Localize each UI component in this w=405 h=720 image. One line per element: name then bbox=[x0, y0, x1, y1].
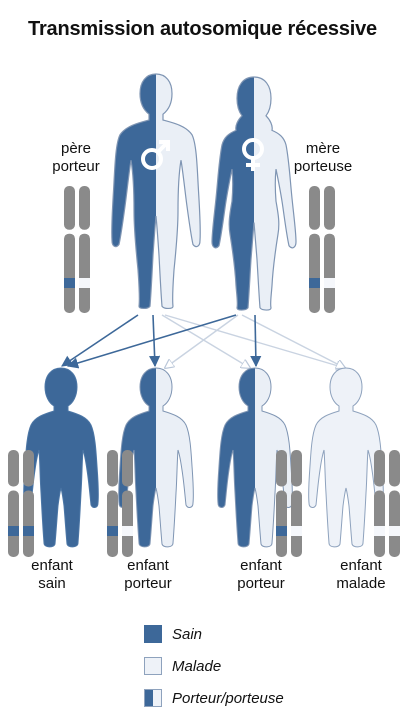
child2-label-line1: enfant bbox=[127, 557, 169, 574]
allele-band-affected bbox=[291, 526, 302, 536]
chromatid-lower bbox=[374, 490, 385, 557]
chromatid-lower bbox=[23, 490, 34, 557]
legend-swatch-healthy bbox=[144, 625, 162, 643]
chromatid-upper bbox=[107, 450, 118, 487]
allele-band-healthy bbox=[107, 526, 118, 536]
child3-label-line2: porteur bbox=[237, 575, 285, 592]
chromatid-lower bbox=[276, 490, 287, 557]
chromatid-lower bbox=[122, 490, 133, 557]
male-symbol-icon bbox=[141, 140, 170, 170]
father-label-line2: porteur bbox=[52, 158, 100, 175]
chromosome-pair-mother bbox=[309, 186, 335, 313]
mother-figure bbox=[211, 76, 297, 311]
chromatid-lower bbox=[309, 233, 320, 313]
chromosome-pair-child1 bbox=[8, 450, 34, 557]
chromatid-upper bbox=[309, 186, 320, 230]
allele-band-affected bbox=[389, 526, 400, 536]
chromatid-lower bbox=[64, 233, 75, 313]
chromatid-upper bbox=[374, 450, 385, 487]
child4-label-line2: malade bbox=[336, 575, 386, 592]
chromatid-lower bbox=[389, 490, 400, 557]
child4-label-line1: enfant bbox=[340, 557, 382, 574]
allele-band-affected bbox=[324, 278, 335, 288]
legend-label-carrier: Porteur/porteuse bbox=[172, 689, 284, 707]
inheritance-arrows-light bbox=[161, 314, 345, 368]
chromatid-lower bbox=[8, 490, 19, 557]
chromatid-upper bbox=[23, 450, 34, 487]
allele-band-healthy bbox=[64, 278, 75, 288]
chromatid-lower bbox=[79, 233, 90, 313]
chromatid-upper bbox=[324, 186, 335, 230]
chromosome-pair-child3 bbox=[276, 450, 302, 557]
child2-label-line2: porteur bbox=[124, 575, 172, 592]
allele-band-healthy bbox=[276, 526, 287, 536]
father-label-line1: père bbox=[60, 140, 92, 157]
chromatid-upper bbox=[64, 186, 75, 230]
chromatid-upper bbox=[8, 450, 19, 487]
legend-item-carrier: Porteur/porteuse bbox=[162, 688, 284, 708]
child3-label-line1: enfant bbox=[240, 557, 282, 574]
chromatid-lower bbox=[291, 490, 302, 557]
allele-band-healthy bbox=[309, 278, 320, 288]
father-label: père porteur bbox=[40, 140, 112, 176]
legend-label-healthy: Sain bbox=[172, 625, 203, 643]
allele-band-affected bbox=[79, 278, 90, 288]
child4-label: enfant malade bbox=[325, 557, 397, 593]
child2-label: enfant porteur bbox=[113, 557, 183, 593]
child-healthy-figure bbox=[23, 367, 99, 548]
chromatid-upper bbox=[291, 450, 302, 487]
allele-band-affected bbox=[374, 526, 385, 536]
female-symbol-icon bbox=[242, 138, 264, 171]
child1-label-line2: sain bbox=[38, 575, 66, 592]
legend-item-affected: Malade bbox=[162, 656, 221, 676]
diagram-title: Transmission autosomique récessive bbox=[28, 18, 377, 40]
chromatid-lower bbox=[324, 233, 335, 313]
mother-label-line1: mère bbox=[305, 140, 341, 157]
allele-band-healthy bbox=[8, 526, 19, 536]
chromosome-pairs bbox=[8, 186, 400, 557]
chromatid-upper bbox=[276, 450, 287, 487]
legend-swatch-carrier bbox=[144, 689, 162, 707]
allele-band-healthy bbox=[23, 526, 34, 536]
chromatid-upper bbox=[122, 450, 133, 487]
father-figure bbox=[111, 73, 201, 310]
allele-band-affected bbox=[122, 526, 133, 536]
child-affected-figure bbox=[308, 367, 384, 548]
child1-label-line1: enfant bbox=[31, 557, 73, 574]
child3-label: enfant porteur bbox=[226, 557, 296, 593]
chromosome-pair-child4 bbox=[374, 450, 400, 557]
child1-label: enfant sain bbox=[22, 557, 82, 593]
inheritance-arrows-dark bbox=[61, 314, 262, 369]
chromatid-upper bbox=[389, 450, 400, 487]
legend-swatch-affected bbox=[144, 657, 162, 675]
chromatid-lower bbox=[107, 490, 118, 557]
chromosome-pair-father bbox=[64, 186, 90, 313]
chromosome-pair-child2 bbox=[107, 450, 133, 557]
mother-label: mère porteuse bbox=[283, 140, 363, 176]
legend-item-healthy: Sain bbox=[162, 624, 202, 644]
chromatid-upper bbox=[79, 186, 90, 230]
legend-label-affected: Malade bbox=[172, 657, 222, 675]
mother-label-line2: porteuse bbox=[293, 158, 353, 175]
